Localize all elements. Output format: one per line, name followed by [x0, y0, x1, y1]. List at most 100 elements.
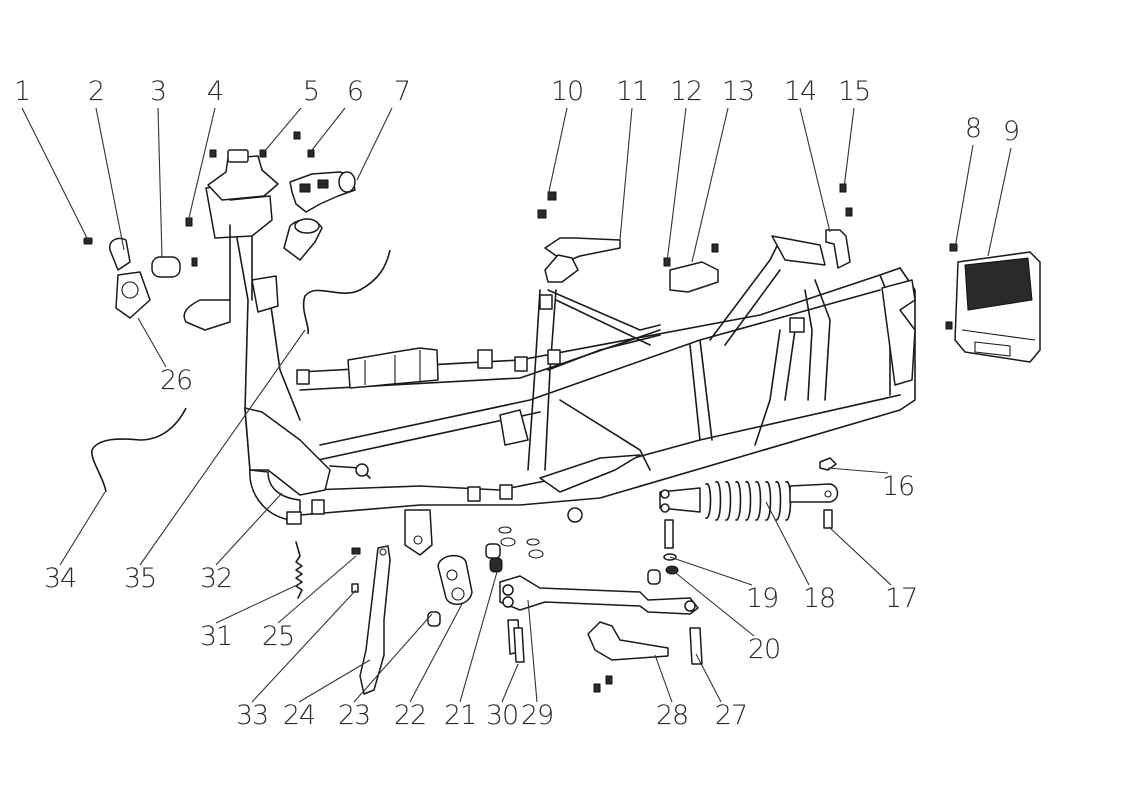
leader-line: [987, 147, 1012, 257]
leader-line: [695, 653, 722, 703]
callout-number: 4: [207, 76, 223, 107]
callout-13: 13: [691, 76, 755, 263]
leader-line: [954, 144, 974, 249]
callout-2: 2: [88, 76, 125, 251]
callout-34: 34: [44, 491, 106, 594]
callout-8: 8: [954, 113, 982, 249]
leader-line: [765, 501, 810, 586]
top-middle-parts: [537, 183, 853, 293]
leader-line: [311, 107, 346, 151]
callout-number: 9: [1003, 116, 1019, 147]
callout-19: 19: [669, 556, 779, 614]
callout-number: 25: [262, 621, 294, 652]
leader-line: [139, 329, 306, 566]
callout-number: 33: [236, 700, 268, 731]
callout-number: 35: [124, 563, 156, 594]
callout-number: 16: [882, 471, 914, 502]
callout-number: 11: [616, 76, 648, 107]
ignition-lock-part: [289, 171, 356, 213]
callout-24: 24: [283, 659, 371, 731]
callout-11: 11: [616, 76, 649, 241]
callout-number: 3: [150, 76, 166, 107]
callout-17: 17: [828, 526, 918, 614]
callout-16: 16: [827, 467, 915, 502]
callout-number: 29: [521, 700, 553, 731]
leader-line: [828, 526, 892, 586]
callout-number: 26: [160, 365, 192, 396]
callout-number: 1: [14, 76, 30, 107]
callout-10: 10: [547, 76, 584, 197]
callout-28: 28: [654, 654, 689, 731]
callout-number: 17: [885, 583, 917, 614]
callout-number: 24: [283, 700, 315, 731]
leader-line: [251, 589, 357, 703]
leader-line: [666, 107, 687, 263]
callout-9: 9: [987, 116, 1020, 257]
callout-30: 30: [486, 663, 519, 731]
callout-number: 13: [722, 76, 754, 107]
callout-12: 12: [666, 76, 703, 263]
leader-line: [827, 467, 889, 474]
leader-line: [21, 107, 89, 241]
callout-number: 28: [656, 700, 688, 731]
callout-number: 31: [200, 621, 232, 652]
callout-18: 18: [765, 501, 836, 614]
callout-number: 15: [838, 76, 870, 107]
callout-number: 10: [551, 76, 583, 107]
callout-22: 22: [394, 603, 463, 731]
leader-line: [843, 107, 855, 189]
callout-15: 15: [838, 76, 871, 189]
leader-line: [356, 107, 393, 181]
leader-line: [59, 491, 106, 566]
leader-line: [527, 599, 538, 703]
callout-number: 6: [347, 76, 363, 107]
lower-linkage-parts: [295, 526, 703, 695]
leader-line: [187, 107, 216, 223]
leader-line: [547, 107, 568, 197]
callout-3: 3: [150, 76, 167, 259]
callout-23: 23: [338, 613, 433, 731]
leader-line: [215, 584, 298, 624]
main-frame: [231, 209, 916, 556]
callout-number: 22: [394, 700, 426, 731]
callout-20: 20: [671, 569, 781, 665]
callout-25: 25: [262, 555, 357, 652]
leader-line: [799, 107, 831, 233]
callout-number: 20: [748, 634, 780, 665]
leader-line: [263, 107, 302, 153]
callout-33: 33: [236, 589, 357, 731]
leader-line: [409, 603, 463, 703]
callout-number: 27: [715, 700, 747, 731]
callout-5: 5: [263, 76, 320, 153]
callout-14: 14: [784, 76, 831, 233]
callout-number: 12: [670, 76, 702, 107]
callout-number: 18: [803, 583, 835, 614]
line-art: [83, 131, 1041, 695]
leader-line: [619, 107, 633, 241]
callout-6: 6: [311, 76, 364, 151]
cable-34-art: [91, 407, 187, 493]
controller-part: [945, 243, 1041, 363]
callout-32: 32: [200, 492, 283, 594]
callout-1: 1: [14, 76, 89, 241]
callout-number: 19: [746, 583, 778, 614]
leader-line: [353, 613, 433, 703]
callout-7: 7: [356, 76, 411, 181]
callout-number: 5: [303, 76, 319, 107]
callout-number: 14: [784, 76, 816, 107]
callout-35: 35: [124, 329, 306, 594]
leader-line: [157, 107, 163, 259]
callout-26: 26: [137, 317, 193, 396]
leader-line: [501, 663, 519, 703]
callout-number: 32: [200, 563, 232, 594]
callout-number: 8: [965, 113, 981, 144]
leader-line: [671, 569, 755, 637]
leader-line: [691, 107, 729, 263]
leader-line: [298, 659, 371, 703]
leader-line: [459, 571, 498, 703]
callout-number: 30: [486, 700, 518, 731]
leader-line: [95, 107, 125, 251]
